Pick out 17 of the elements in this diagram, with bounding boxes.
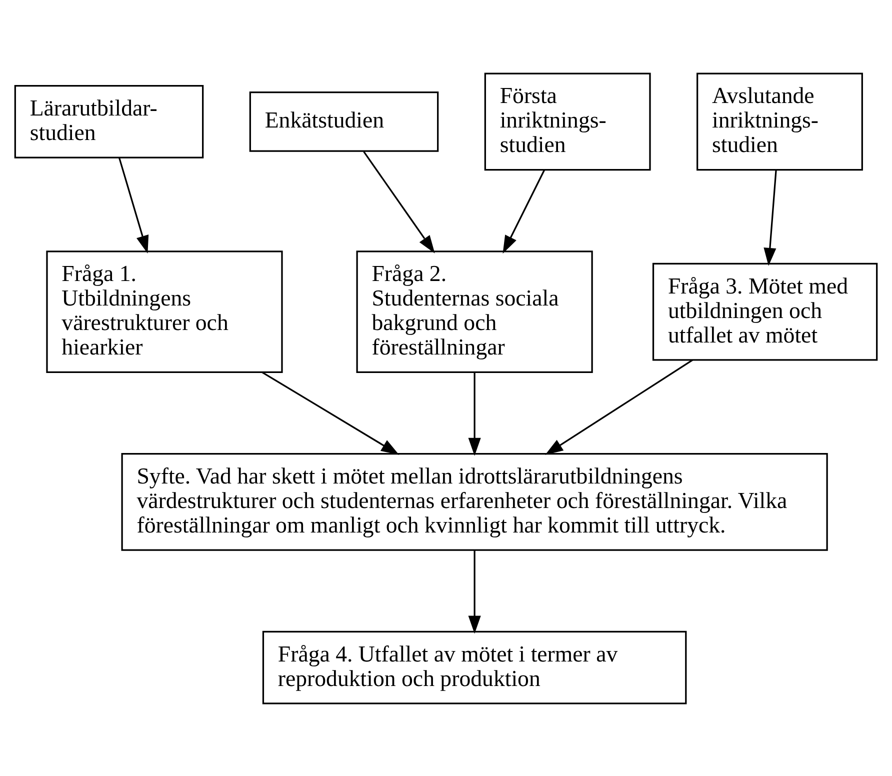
arrow [363,150,435,253]
node-box: Fråga 4. Utfallet av mötet i termer av reproduktion och produktion [262,630,687,704]
node-box: Fråga 3. Mötet med utbildningen och utfallet av mötet [652,262,878,360]
arrow [545,358,693,454]
arrow [468,372,481,456]
node-box: Fråga 2. Studenternas sociala bakgrund och föreställningar [356,250,593,372]
node-box: Lärarutbildar- studien [14,84,204,158]
node-box: Första inriktnings- studien [484,72,651,170]
arrow [502,169,546,254]
arrow [118,156,149,253]
node-box: Enkätstudien [249,90,439,152]
arrow [262,371,400,454]
node-box: Syfte. Vad har skett i mötet mellan idrottslärarutbildningens värdestrukturer och studenternas erfarenheter och föreställningar. Vilka föreställningar om manligt och kvinnligt har kommit till uttryck. [121,452,828,550]
arrow [468,550,481,634]
arrow [764,169,777,266]
node-box: Fråga 1. Utbildningens värestrukturer och hiearkier [46,250,283,372]
node-box: Avslutande inriktnings- studien [696,72,863,170]
